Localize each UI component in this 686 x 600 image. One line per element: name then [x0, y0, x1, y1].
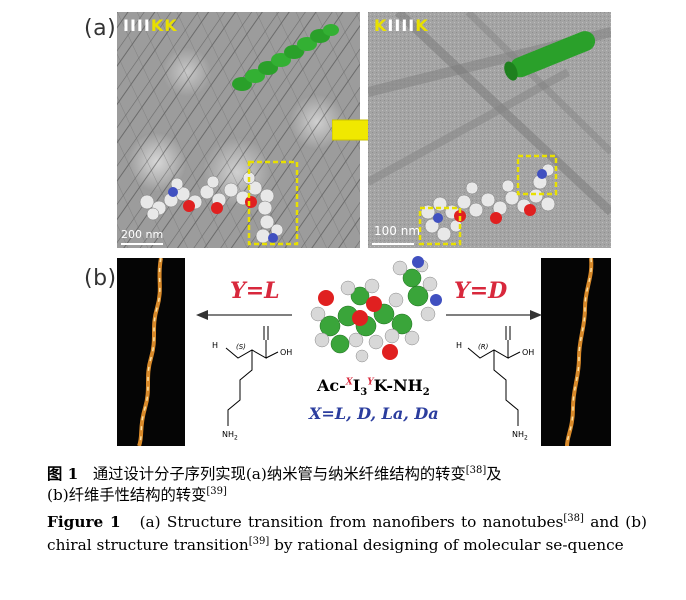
- config-label-right: Y=D: [454, 278, 508, 304]
- caption-zh-line1: 图 1 通过设计分子序列实现(a)纳米管与纳米纤维结构的转变[38]及: [47, 461, 647, 484]
- highlight-box-b2: [516, 154, 558, 196]
- formula-sup-y: Y: [367, 377, 374, 388]
- twisted-fiber-right: [565, 258, 594, 446]
- formula-sup-x: X: [345, 377, 353, 388]
- caption-zh-line2: (b)纤维手性结构的转变[39]: [47, 482, 647, 505]
- x-values-label: X=L, D, La, Da: [309, 404, 439, 423]
- highlight-box-b1: [418, 206, 462, 246]
- arrow-right-icon: [446, 310, 542, 320]
- formula-p2: I: [352, 376, 361, 395]
- config-label-left: Y=L: [230, 278, 280, 304]
- chem-h-left: H: [212, 341, 219, 350]
- scale-bar-label-left: 200 nm: [121, 228, 164, 241]
- peptide-formula: Ac-XI3YK-NH2: [317, 376, 430, 398]
- nh-text-right: NH: [512, 430, 524, 439]
- peptide-molecule-model: [310, 256, 442, 363]
- nanotube-model: [504, 31, 596, 81]
- twisted-fiber-left: [137, 258, 163, 446]
- micrograph-nanofibers: IIIIKK 200 nm: [117, 12, 360, 248]
- highlight-box-a: [247, 160, 299, 246]
- caption-en-text2: and (b) chiral structure transition: [47, 513, 648, 554]
- fiber-image-right: [541, 258, 611, 446]
- caption-en-ref2: [39]: [248, 536, 270, 547]
- stereo-label-r: (R): [478, 343, 489, 351]
- formula-p1: Ac-: [317, 376, 346, 395]
- sequence-label-left: IIIIKK: [123, 16, 178, 35]
- chem-nh2-right: NH2: [512, 430, 528, 442]
- stereo-label-s: (S): [236, 343, 246, 351]
- caption-en-text1: (a) Structure transition from nanofibers…: [139, 513, 564, 531]
- caption-en-label: Figure 1: [47, 513, 121, 531]
- panel-b-label: (b): [84, 266, 117, 291]
- micrograph-nanotubes: KIIIIK 100 nm: [368, 12, 611, 248]
- formula-sub-2: 2: [422, 387, 430, 399]
- chem-oh-left: OH: [280, 348, 293, 357]
- nanofiber-image: [117, 12, 360, 248]
- caption-en-ref1: [38]: [563, 513, 584, 524]
- nh-sub-right: 2: [524, 434, 528, 442]
- chem-nh2-left: NH2: [222, 430, 238, 442]
- caption-zh-label: 图 1: [47, 465, 79, 483]
- caption-zh-text1: 通过设计分子序列实现(a)纳米管与纳米纤维结构的转变: [92, 465, 466, 483]
- formula-sub-3: 3: [360, 387, 368, 399]
- sequence-k1: K: [374, 16, 388, 35]
- caption-en-text3: by rational designing of molecular se-qu…: [269, 536, 624, 554]
- caption-zh-ref1: [38]: [465, 465, 487, 476]
- lysine-structure-r: [467, 326, 521, 426]
- formula-p3: K-NH: [373, 376, 423, 395]
- caption-zh-text2: (b)纤维手性结构的转变: [47, 486, 207, 504]
- fiber-image-left: [117, 258, 185, 446]
- nanotube-image: [368, 12, 611, 248]
- sequence-ii: IIII: [123, 16, 151, 35]
- sequence-iiii: IIII: [387, 16, 416, 35]
- chem-h-right: H: [456, 341, 463, 350]
- arrow-left-icon: [196, 310, 292, 320]
- nh-sub-left: 2: [234, 434, 238, 442]
- sequence-k2: K: [415, 16, 429, 35]
- caption-zh-ref2: [39]: [206, 486, 227, 497]
- panel-a-label: (a): [84, 16, 117, 41]
- caption-zh-text1-end: 及: [486, 465, 502, 483]
- molecule-model-a: [139, 171, 284, 244]
- nh-text-left: NH: [222, 430, 234, 439]
- lysine-structure-s: [225, 326, 279, 426]
- chem-oh-right: OH: [522, 348, 535, 357]
- sequence-kk: KK: [150, 16, 178, 35]
- sequence-label-right: KIIIIK: [374, 16, 429, 35]
- scale-bar-label-right: 100 nm: [374, 224, 421, 238]
- caption-en: Figure 1 (a) Structure transition from n…: [47, 509, 647, 555]
- helical-fiber-model: [232, 24, 339, 91]
